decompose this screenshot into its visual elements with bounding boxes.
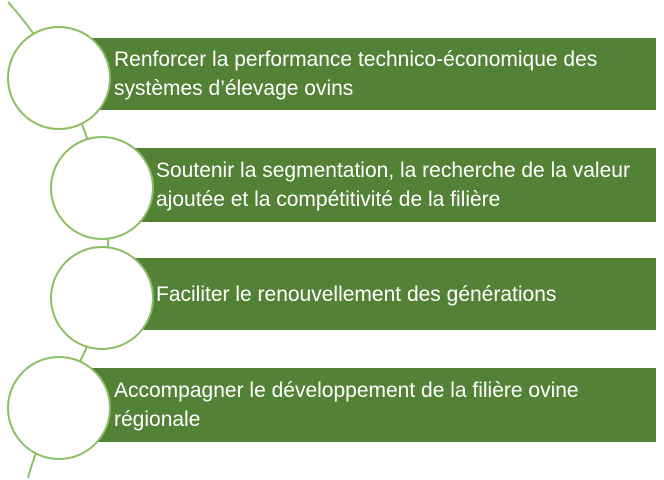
- objective-text-2: Soutenir la segmentation, la recherche d…: [156, 159, 630, 211]
- objective-bar-2: Soutenir la segmentation, la recherche d…: [128, 148, 656, 222]
- objective-text-1: Renforcer la performance technico-économ…: [114, 48, 598, 100]
- bullet-circle-2: [50, 136, 154, 240]
- objective-bar-1: Renforcer la performance technico-économ…: [84, 38, 656, 110]
- objective-bar-4: Accompagner le développement de la filiè…: [84, 368, 656, 442]
- objective-text-4: Accompagner le développement de la filiè…: [114, 379, 579, 431]
- bullet-circle-1: [7, 26, 111, 130]
- objective-text-3: Faciliter le renouvellement des générati…: [156, 282, 557, 306]
- objective-bar-3: Faciliter le renouvellement des générati…: [128, 258, 656, 330]
- bullet-circle-4: [7, 356, 111, 460]
- bullet-circle-3: [50, 246, 154, 350]
